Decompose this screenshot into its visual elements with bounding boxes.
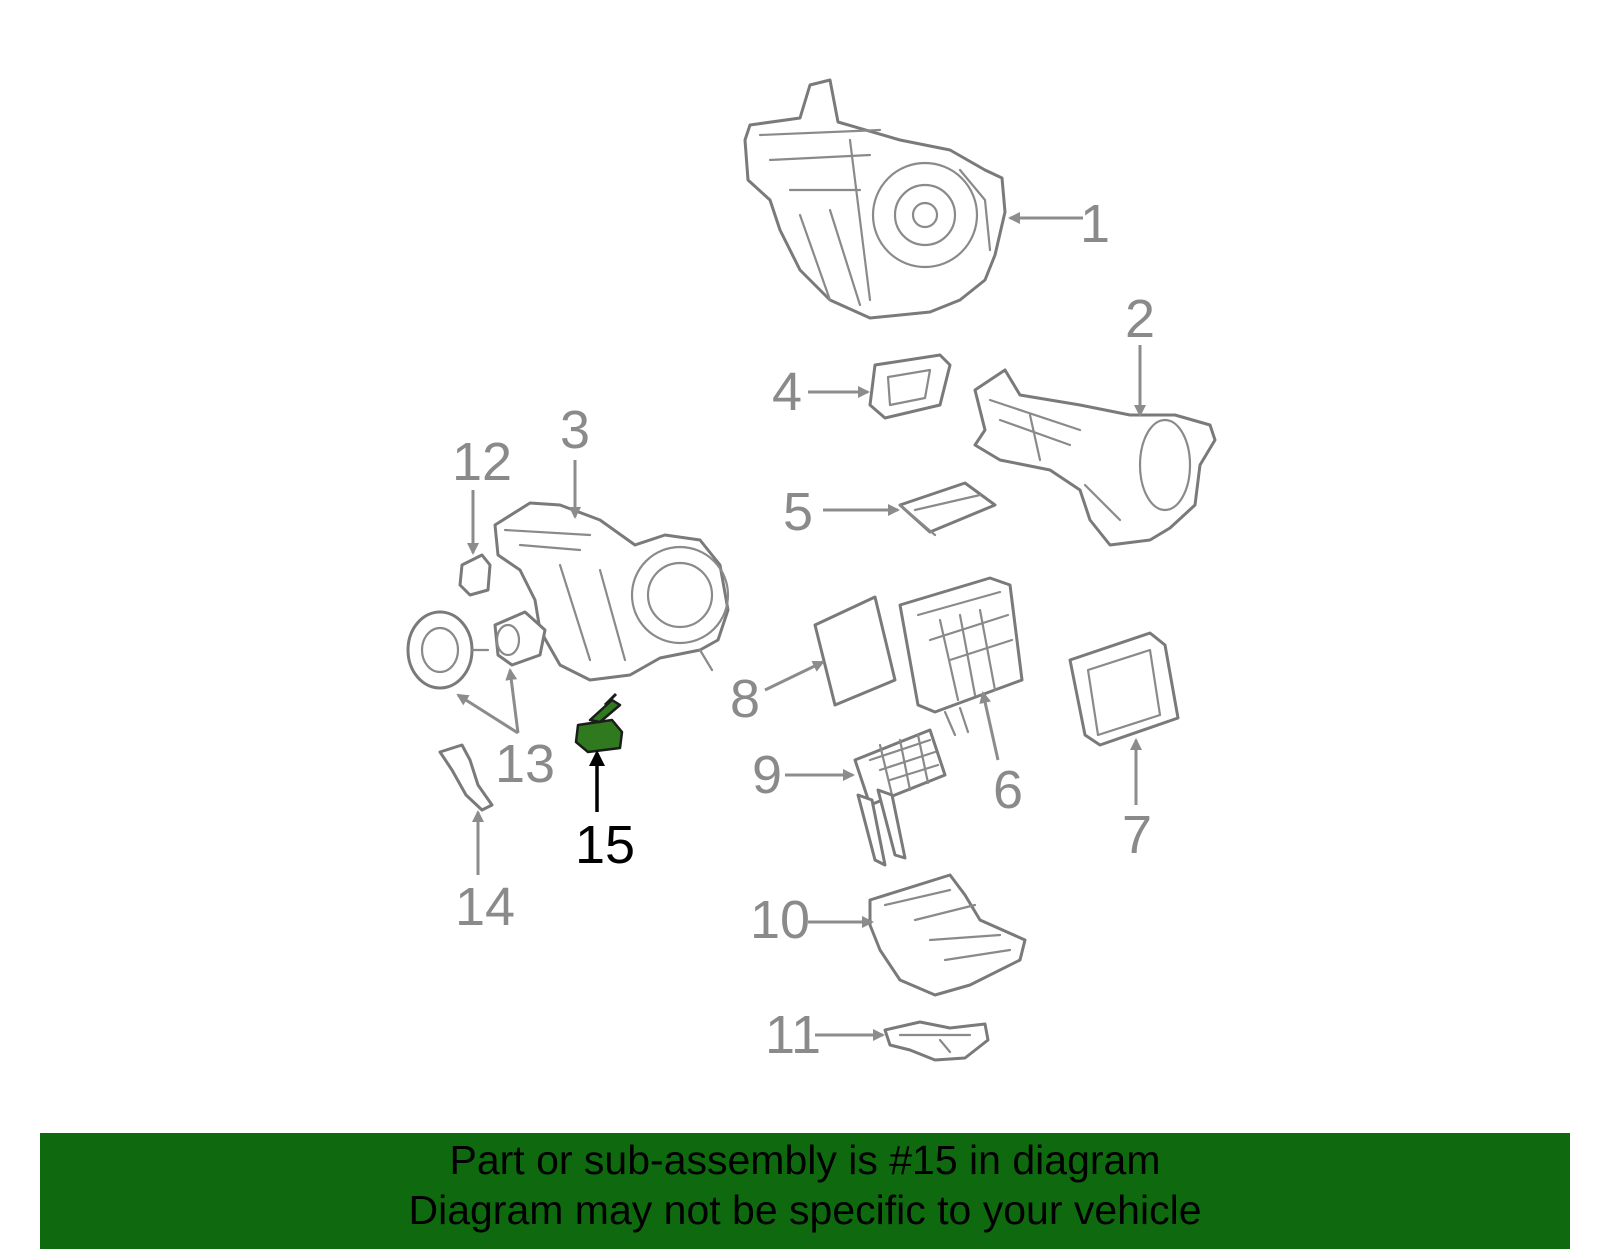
callout-10[interactable]: 10 [750,890,810,950]
part-8-filter[interactable] [813,595,897,707]
part-15-actuator-highlighted[interactable] [574,692,624,754]
callout-12[interactable]: 12 [452,432,512,492]
part-5-filter-door[interactable] [898,481,997,537]
part-12-cap[interactable] [458,553,492,597]
callout-9[interactable]: 9 [752,745,782,805]
callout-1[interactable]: 1 [1080,194,1110,254]
part-2-duct-housing[interactable] [973,368,1217,547]
callout-3[interactable]: 3 [560,400,590,460]
part-9-heater-core[interactable] [853,728,947,867]
leader-13a [456,693,519,735]
part-3-blower-housing[interactable] [493,501,730,682]
callout-15-highlighted[interactable]: 15 [575,815,635,875]
leader-lines [456,212,1146,1041]
part-10-lower-case[interactable] [868,873,1027,997]
callout-7[interactable]: 7 [1122,805,1152,865]
footer-line-disclaimer: Diagram may not be specific to your vehi… [408,1187,1202,1233]
callout-2[interactable]: 2 [1125,289,1155,349]
callout-11[interactable]: 11 [765,1005,821,1065]
part-1-hvac-case[interactable] [743,78,1007,320]
callout-5[interactable]: 5 [783,482,813,542]
callout-labels: 1 2 3 4 5 6 7 8 9 10 11 12 13 14 15 [452,194,1155,1065]
part-13-blower-motor[interactable] [406,610,547,690]
part-11-bracket[interactable] [883,1020,990,1062]
leader-8 [764,660,825,692]
callout-6[interactable]: 6 [993,760,1023,820]
callout-8[interactable]: 8 [730,669,760,729]
leader-6 [979,691,1000,761]
part-14-clip[interactable] [438,743,494,812]
leader-13b [505,668,520,734]
footer-banner: Part or sub-assembly is #15 in diagram D… [40,1133,1570,1249]
part-4-seal[interactable] [868,353,952,420]
part-7-heater-frame[interactable] [1068,631,1180,747]
part-6-evaporator[interactable] [898,576,1024,737]
footer-line-part-number: Part or sub-assembly is #15 in diagram [449,1137,1161,1183]
callout-4[interactable]: 4 [772,362,802,422]
callout-13[interactable]: 13 [495,734,555,794]
callout-14[interactable]: 14 [455,877,515,937]
